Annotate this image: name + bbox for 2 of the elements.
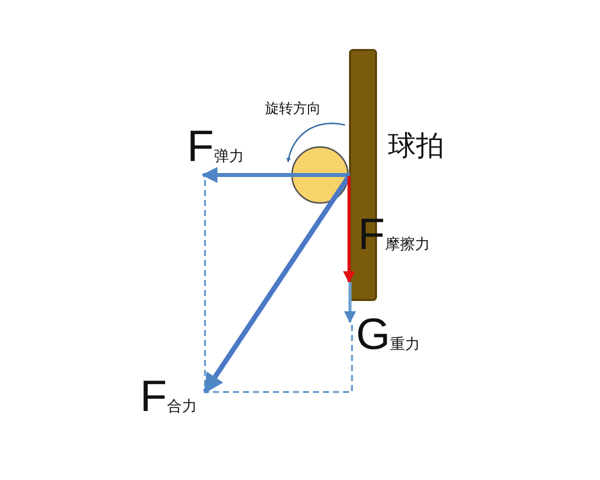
part-label: 球拍 xyxy=(388,132,444,160)
direction-label: 旋转方向 xyxy=(265,102,321,116)
